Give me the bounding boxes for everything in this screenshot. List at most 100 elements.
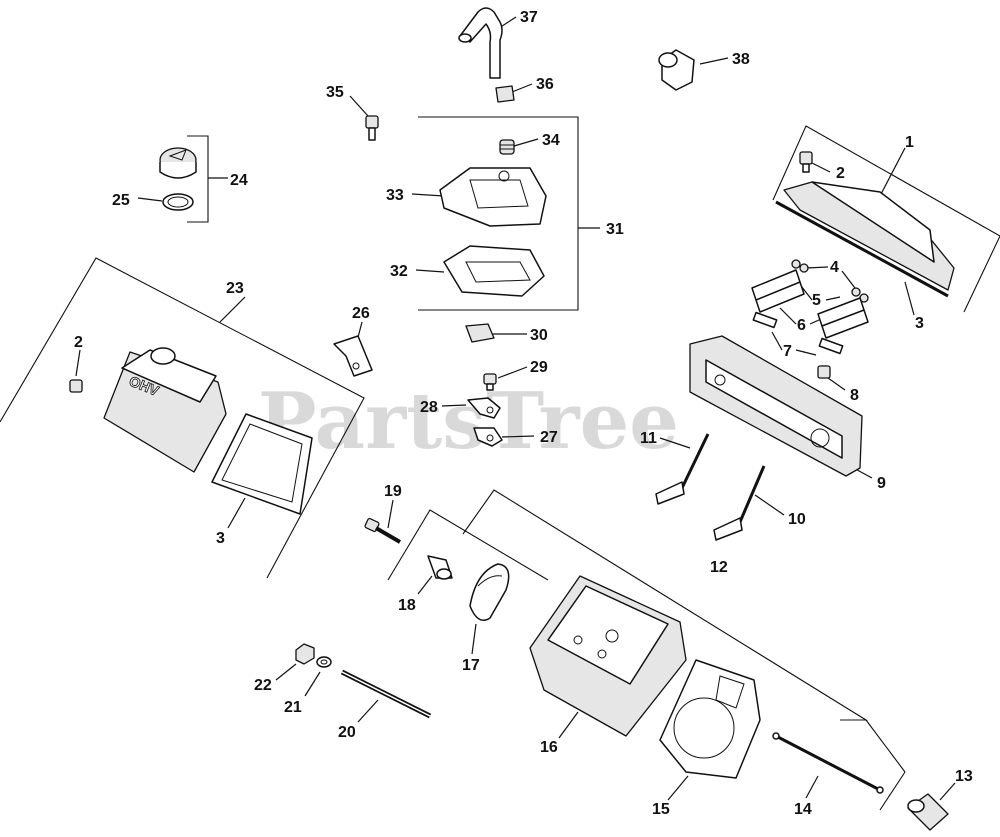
callout-25: 25 — [112, 192, 130, 209]
part-11-valve — [655, 433, 710, 505]
group-brackets — [0, 116, 1000, 811]
bracket-1 — [772, 125, 1000, 313]
leader-21 — [304, 671, 321, 697]
leader-15 — [667, 775, 689, 801]
part-32-gasket — [443, 245, 545, 297]
leader-22 — [275, 663, 297, 681]
callout-30: 30 — [530, 327, 548, 344]
callout-32: 32 — [390, 263, 408, 280]
leader-19 — [387, 499, 394, 529]
leader-36 — [511, 83, 533, 93]
leader-25 — [137, 197, 163, 202]
leader-20 — [357, 699, 379, 723]
callout-11: 11 — [640, 430, 657, 447]
leader-2b — [75, 349, 81, 377]
part-18-pin — [427, 555, 453, 580]
callout-24: 24 — [230, 172, 248, 189]
callout-12: 12 — [710, 559, 728, 576]
bracket-31 — [418, 116, 579, 311]
part-21-washer — [316, 656, 332, 668]
callout-8: 8 — [850, 387, 859, 404]
callout-3-left: 3 — [216, 530, 225, 547]
callout-23: 23 — [226, 280, 244, 297]
callout-9: 9 — [877, 475, 886, 492]
leader-38 — [699, 57, 729, 65]
part-3-gasket-left — [211, 413, 313, 515]
callout-6: 6 — [797, 317, 806, 334]
part-10-valve — [713, 465, 766, 541]
part-38-tube — [658, 49, 695, 91]
part-20-stud — [340, 669, 432, 719]
part-28-lug — [467, 397, 501, 419]
bracket-12d — [865, 719, 906, 773]
leader-2a — [809, 161, 831, 173]
leader-34 — [513, 138, 539, 147]
leader-5b — [825, 296, 841, 301]
callout-13: 13 — [955, 768, 973, 785]
leader-33 — [411, 193, 445, 197]
part-6-springs — [751, 269, 869, 339]
callout-29: 29 — [530, 359, 548, 376]
part-3-gasket-strip — [775, 200, 949, 298]
bracket-12c — [879, 771, 906, 811]
part-26-bracket — [333, 335, 373, 377]
leader-28 — [441, 404, 467, 407]
part-2-screw-top — [799, 151, 813, 173]
bracket-12b — [462, 489, 868, 721]
part-33-cover — [439, 167, 547, 227]
callout-36: 36 — [536, 76, 554, 93]
callout-37: 37 — [520, 9, 538, 26]
part-30-plug — [465, 323, 495, 343]
leader-23 — [219, 296, 246, 323]
leader-7a — [771, 331, 783, 351]
part-36-clamp — [495, 85, 515, 103]
part-1-valve-cover — [783, 181, 955, 291]
callout-2-left: 2 — [74, 334, 83, 351]
parts-4-5-keepers — [791, 259, 869, 303]
callout-18: 18 — [398, 597, 416, 614]
callout-26: 26 — [352, 305, 370, 322]
part-24-cap — [159, 147, 197, 179]
callout-2: 2 — [836, 165, 845, 182]
part-19-screw — [364, 517, 402, 544]
callout-16: 16 — [540, 739, 558, 756]
callout-31: 31 — [606, 221, 624, 238]
leader-16 — [558, 711, 579, 739]
leader-3a — [904, 281, 915, 316]
part-34-nut — [499, 139, 515, 155]
callout-35: 35 — [326, 84, 344, 101]
leader-1 — [879, 147, 906, 197]
part-13-tappet — [907, 793, 949, 831]
part-2-screw-left — [69, 379, 83, 393]
callout-15: 15 — [652, 801, 670, 818]
callout-27: 27 — [540, 429, 558, 446]
leader-18 — [417, 575, 433, 595]
part-23-ohv-cover: OHV — [103, 347, 227, 473]
callout-10: 10 — [788, 511, 806, 528]
leader-10 — [754, 494, 785, 516]
leader-11 — [659, 437, 691, 449]
parts: OHV — [69, 7, 955, 831]
part-25-oring — [162, 193, 194, 211]
leader-29 — [497, 366, 528, 379]
leader-27 — [501, 435, 535, 438]
callout-5: 5 — [812, 292, 821, 309]
bracket-23 — [0, 257, 365, 579]
part-22-nut — [295, 643, 315, 665]
callout-7: 7 — [783, 343, 792, 360]
callout-22: 22 — [254, 677, 272, 694]
leader-3b — [227, 497, 246, 529]
part-16-cylinder-head — [529, 575, 687, 737]
watermark: PartsTree TM — [258, 376, 751, 467]
callout-28: 28 — [420, 399, 438, 416]
part-14-pushrod — [772, 732, 884, 794]
callout-34: 34 — [542, 132, 560, 149]
callout-33: 33 — [386, 187, 404, 204]
callout-21: 21 — [284, 699, 302, 716]
callout-4: 4 — [830, 259, 839, 276]
part-37-breather-tube — [458, 7, 503, 79]
part-7-seals — [752, 311, 844, 355]
callout-labels: 1 2 3 4 5 6 7 8 9 10 11 12 13 14 15 16 1… — [74, 9, 973, 818]
part-9-head-block — [689, 335, 863, 477]
